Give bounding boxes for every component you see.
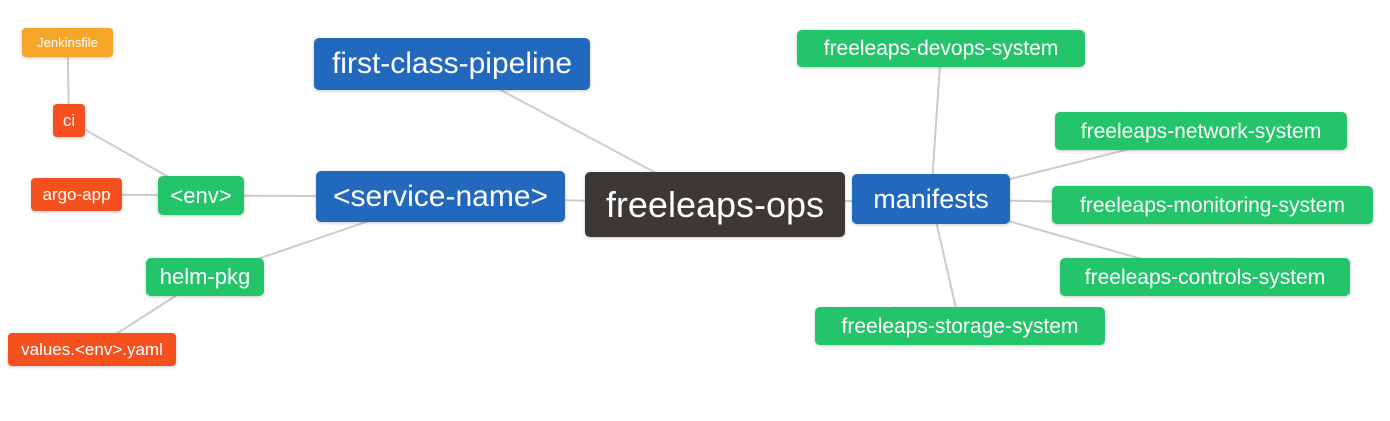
node-service-name[interactable]: <service-name> [316,171,565,222]
node-env[interactable]: <env> [158,176,244,215]
node-manifests[interactable]: manifests [852,174,1010,224]
node-freeleaps-network-system[interactable]: freeleaps-network-system [1055,112,1347,150]
node-freeleaps-controls-system[interactable]: freeleaps-controls-system [1060,258,1350,296]
node-values-env-yaml[interactable]: values.<env>.yaml [8,333,176,366]
node-freeleaps-devops-system[interactable]: freeleaps-devops-system [797,30,1085,67]
node-ci[interactable]: ci [53,104,85,137]
edge-manifests-devops [930,48,942,200]
node-freeleaps-ops-root[interactable]: freeleaps-ops [585,172,845,237]
node-freeleaps-monitoring-system[interactable]: freeleaps-monitoring-system [1052,186,1373,224]
node-first-class-pipeline[interactable]: first-class-pipeline [314,38,590,90]
node-helm-pkg[interactable]: helm-pkg [146,258,264,296]
node-jenkinsfile[interactable]: Jenkinsfile [22,28,113,57]
node-freeleaps-storage-system[interactable]: freeleaps-storage-system [815,307,1105,345]
node-argo-app[interactable]: argo-app [31,178,122,211]
